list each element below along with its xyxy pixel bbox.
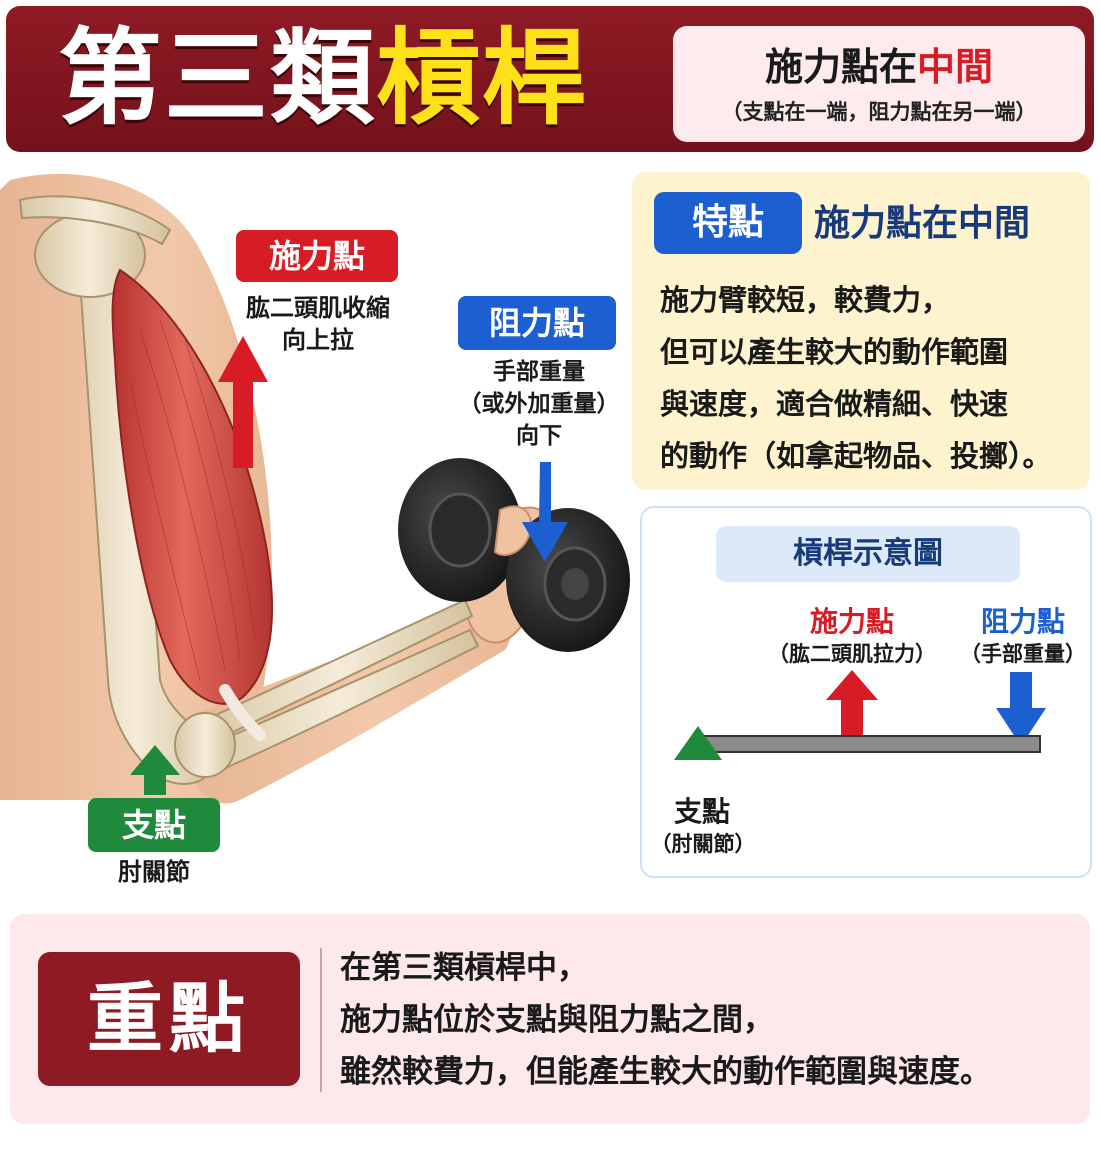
effort-arrow [218, 336, 268, 468]
keypoint-divider [320, 948, 322, 1092]
header-banner: 第三類槓桿 施力點在中間 （支點在一端，阻力點在另一端） [6, 6, 1094, 152]
muscle-fibers [129, 319, 256, 681]
radius-bone [203, 598, 474, 744]
subtitle-note: （支點在一端，阻力點在另一端） [721, 100, 1037, 124]
effort-label: 施力點 [236, 230, 398, 282]
arm-illustration: 施力點 肱二頭肌收縮 向上拉 阻力點 手部重量 （或外加重量） 向下 支點 肘關… [0, 160, 660, 900]
features-line: 但可以產生較大的動作範圍 [660, 335, 1009, 369]
effort-desc: 肱二頭肌收縮 向上拉 [218, 292, 418, 356]
resistance-desc-line3: 向下 [516, 423, 562, 449]
keypoint-text: 在第三類槓桿中， 施力點位於支點與阻力點之間， 雖然較費力，但能產生較大的動作範… [340, 942, 991, 1098]
lever-schematic [674, 670, 1046, 760]
biceps-tendon [219, 684, 266, 741]
lever-effort-label: 施力點 [809, 605, 894, 638]
biceps-muscle [111, 268, 274, 705]
lever-fulcrum-note: （肘關節） [650, 832, 756, 856]
features-tag: 特點 [654, 192, 802, 254]
lever-fulcrum-label: 支點 [673, 795, 730, 828]
lever-bar [697, 735, 1041, 753]
keypoint-line: 在第三類槓桿中， [340, 950, 588, 986]
lever-resistance-label: 阻力點 [980, 605, 1065, 638]
features-heading: 施力點在中間 [814, 203, 1031, 244]
keypoint-line: 雖然較費力，但能產生較大的動作範圍與速度。 [340, 1054, 991, 1090]
effort-desc-line2: 向上拉 [282, 326, 354, 354]
keypoint-tag: 重點 [38, 952, 300, 1086]
ulna-bone [198, 628, 480, 777]
fulcrum-desc: 肘關節 [118, 858, 190, 886]
resistance-desc-line2: （或外加重量） [458, 391, 620, 417]
fulcrum-label: 支點 [88, 798, 220, 852]
lever-fulcrum-triangle [674, 726, 722, 760]
resistance-arrow [522, 462, 568, 562]
elbow-joint [174, 712, 236, 778]
lever-diagram-title: 槓桿示意圖 [716, 526, 1020, 582]
subtitle-highlight: 中間 [917, 45, 994, 89]
resistance-desc-line1: 手部重量 [493, 359, 585, 385]
subtitle-main: 施力點在中間 [673, 44, 1085, 90]
lever-effort-arrow [826, 670, 878, 744]
resistance-desc: 手部重量 （或外加重量） 向下 [446, 356, 632, 452]
lever-diagram-panel: 槓桿示意圖 施力點 （肱二頭肌拉力） 阻力點 （手部重量） 支點 （肘關節） [640, 506, 1092, 878]
fulcrum-arrow [130, 745, 180, 795]
lever-resistance-note: （手部重量） [960, 642, 1086, 666]
features-line: 施力臂較短，較費力， [660, 283, 951, 317]
features-body: 施力臂較短，較費力， 但可以產生較大的動作範圍 與速度，適合做精細、快速 的動作… [660, 274, 1080, 482]
effort-desc-line1: 肱二頭肌收縮 [246, 294, 390, 322]
features-line: 的動作（如拿起物品、投擲）。 [660, 439, 1052, 473]
clavicle-bone [18, 195, 172, 246]
keypoint-line: 施力點位於支點與阻力點之間， [340, 1002, 774, 1038]
subtitle-box: 施力點在中間 （支點在一端，阻力點在另一端） [673, 26, 1085, 142]
keypoint-panel: 重點 在第三類槓桿中， 施力點位於支點與阻力點之間， 雖然較費力，但能產生較大的… [10, 914, 1090, 1124]
subtitle-prefix: 施力點在 [764, 45, 917, 89]
title-part-white: 第三類 [58, 17, 377, 139]
page-title: 第三類槓桿 [58, 16, 588, 140]
lever-resistance-arrow [996, 672, 1046, 746]
title-part-yellow: 槓桿 [376, 17, 589, 139]
features-line: 與速度，適合做精細、快速 [660, 387, 1009, 421]
resistance-label: 阻力點 [458, 296, 616, 350]
arm-drawing [0, 173, 630, 804]
features-panel: 特點 施力點在中間 施力臂較短，較費力， 但可以產生較大的動作範圍 與速度，適合… [632, 172, 1090, 490]
lever-effort-note: （肱二頭肌拉力） [768, 642, 936, 666]
